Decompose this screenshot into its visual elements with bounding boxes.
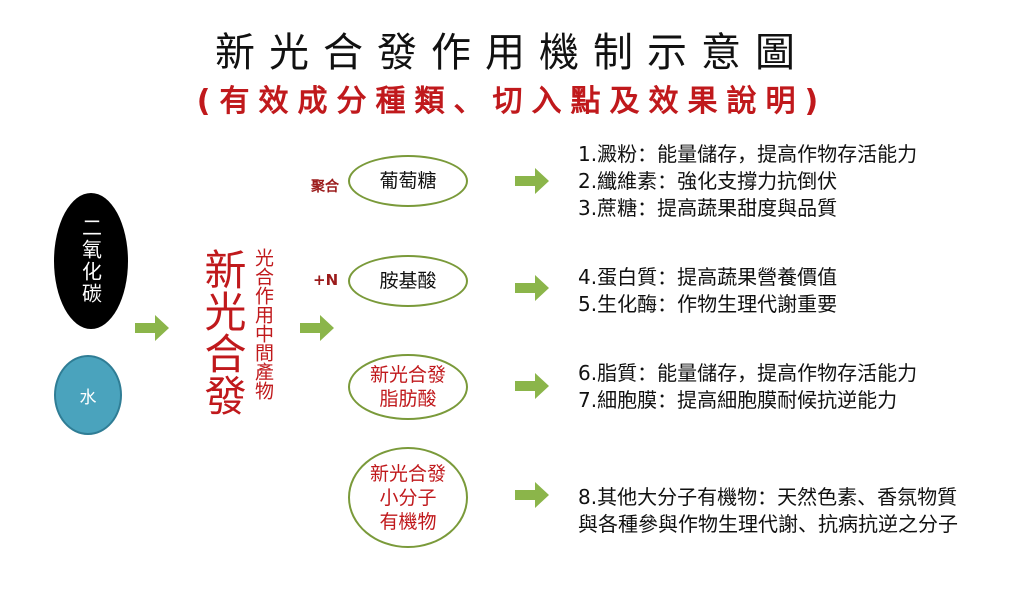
branch-label: 新光合發: [369, 364, 446, 386]
effect-item: 3.蔗糖：提高蔬果甜度與品質: [578, 196, 838, 220]
branch-label: 有機物: [379, 510, 437, 533]
arrow-icon: [300, 315, 334, 341]
branch-label: 新光合發: [369, 462, 446, 485]
arrow-icon: [135, 315, 169, 341]
effect-item: 7.細胞膜：提高細胞膜耐候抗逆能力: [578, 388, 898, 412]
water-label: 水: [79, 387, 97, 408]
arrow-icon: [515, 168, 549, 194]
effects-list: 8.其他大分子有機物：天然色素、香氛物質 與各種參與作物生理代謝、抗病抗逆之分子: [578, 484, 958, 538]
co2-label: 二氧化碳: [78, 217, 103, 305]
branch-node-glucose: 葡萄糖: [348, 155, 468, 207]
effects-list: 6.脂質：能量儲存，提高作物存活能力 7.細胞膜：提高細胞膜耐候抗逆能力: [578, 360, 917, 414]
effect-item: 8.其他大分子有機物：天然色素、香氛物質: [578, 485, 958, 509]
effect-item: 4.蛋白質：提高蔬果營養價值: [578, 265, 838, 289]
arrow-icon: [515, 275, 549, 301]
subtitle: (有效成分種類、切入點及效果說明): [196, 84, 828, 119]
branch-node-amino-acid: 胺基酸: [348, 255, 468, 307]
intermediate-name: 新光合發: [198, 248, 247, 416]
branch-tag: +N: [313, 271, 339, 289]
effect-item: 1.澱粉：能量儲存，提高作物存活能力: [578, 142, 918, 166]
effect-item: 2.纖維素：強化支撐力抗倒伏: [578, 169, 838, 193]
branch-label: 胺基酸: [379, 270, 437, 292]
effect-item: 6.脂質：能量儲存，提高作物存活能力: [578, 361, 918, 385]
branch-label: 脂肪酸: [379, 388, 437, 410]
intermediate-note: 光合作用中間產物: [252, 248, 274, 400]
effect-item: 與各種參與作物生理代謝、抗病抗逆之分子: [578, 512, 958, 536]
title: 新光合發作用機制示意圖: [215, 30, 809, 76]
co2-node: 二氧化碳: [54, 193, 128, 329]
arrow-icon: [515, 482, 549, 508]
water-node: 水: [54, 355, 122, 435]
effect-item: 5.生化酶：作物生理代謝重要: [578, 292, 838, 316]
branch-node-small-organics: 新光合發 小分子 有機物: [348, 447, 468, 548]
branch-label: 葡萄糖: [379, 170, 437, 192]
arrow-icon: [515, 373, 549, 399]
branch-tag: 聚合: [311, 179, 339, 195]
effects-list: 1.澱粉：能量儲存，提高作物存活能力 2.纖維素：強化支撐力抗倒伏 3.蔗糖：提…: [578, 141, 917, 222]
branch-node-fatty-acid: 新光合發 脂肪酸: [348, 354, 468, 420]
branch-label: 小分子: [379, 486, 437, 509]
effects-list: 4.蛋白質：提高蔬果營養價值 5.生化酶：作物生理代謝重要: [578, 264, 837, 318]
